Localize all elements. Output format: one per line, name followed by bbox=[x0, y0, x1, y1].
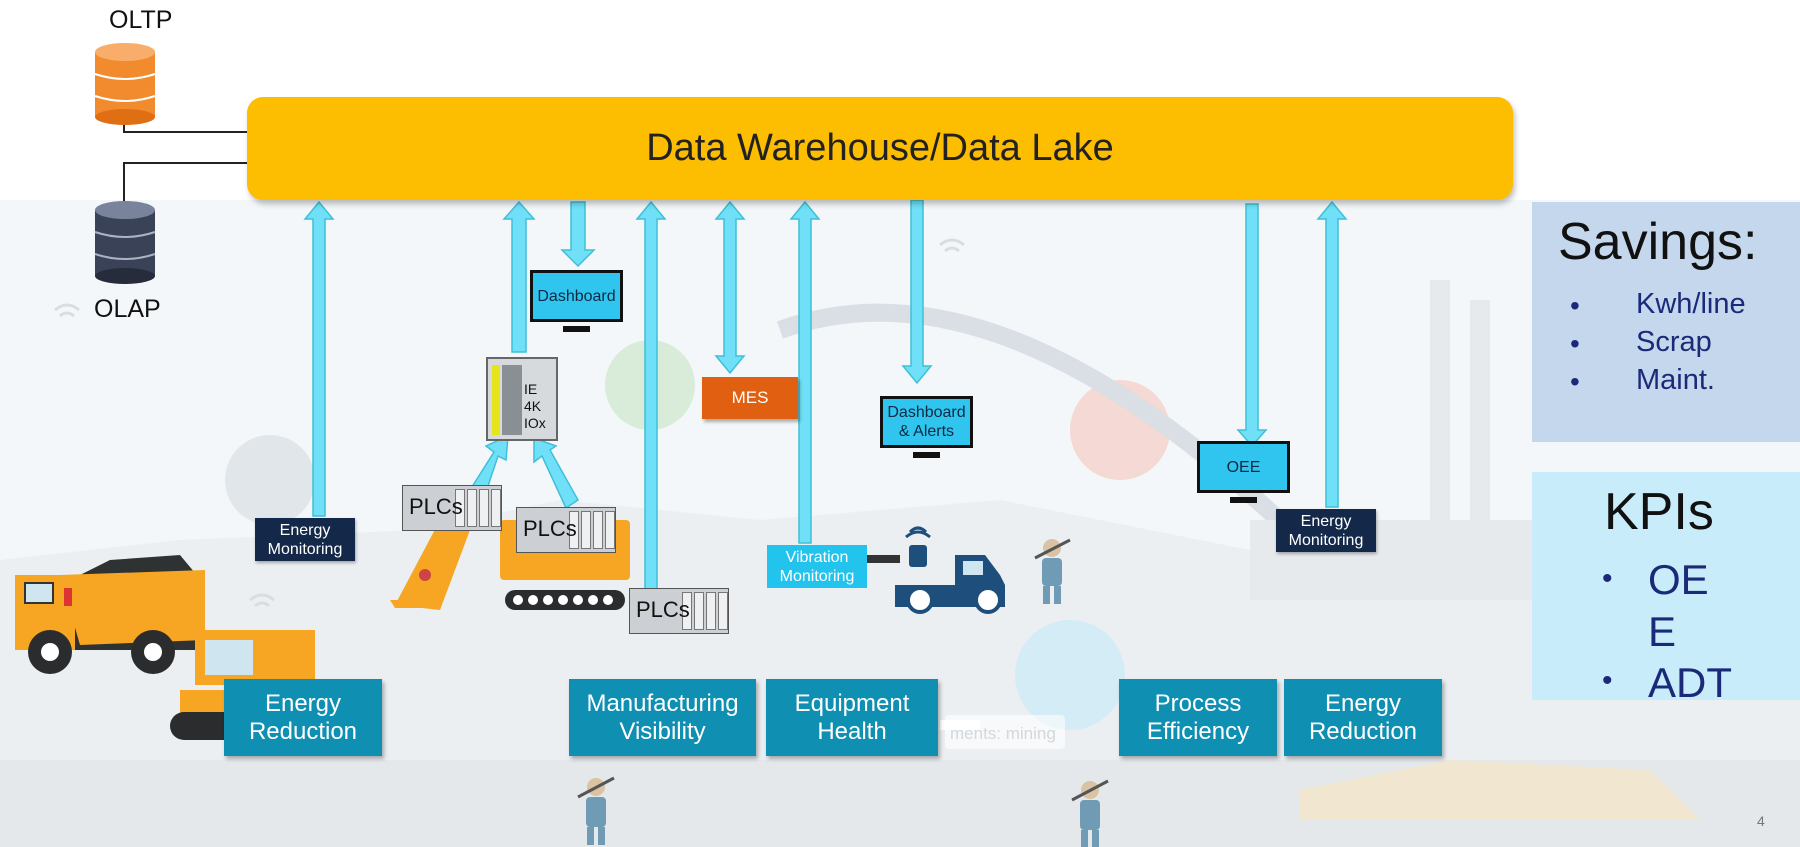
oee-monitor: OEE bbox=[1197, 441, 1290, 503]
pickup-truck-icon bbox=[865, 526, 1005, 614]
loader-icon bbox=[170, 630, 315, 740]
database-dark-icon bbox=[94, 201, 156, 284]
use-case-manufacturing-visibility: Manufacturing Visibility bbox=[569, 679, 756, 756]
use-case-energy-reduction-2: Energy Reduction bbox=[1284, 679, 1442, 756]
mes-box: MES bbox=[702, 377, 798, 419]
monitor-stand bbox=[562, 326, 591, 332]
arrow-vibration-up bbox=[789, 200, 821, 544]
kpi-title: KPIs bbox=[1604, 483, 1714, 541]
energy-monitoring-right: Energy Monitoring bbox=[1276, 509, 1376, 552]
iox-device-icon: IE 4K IOx bbox=[486, 357, 558, 441]
faded-background-text: ments: mining bbox=[950, 724, 1056, 743]
miner-icon bbox=[577, 776, 615, 845]
wireless-icon bbox=[54, 238, 965, 608]
plc-label: PLCs bbox=[636, 597, 690, 622]
bullet: • bbox=[1602, 562, 1613, 595]
kpi-panel: KPIs • OE E • ADT bbox=[1532, 472, 1800, 706]
data-warehouse-bar: Data Warehouse/Data Lake bbox=[247, 97, 1513, 200]
miner-icon bbox=[1071, 779, 1109, 847]
use-case-energy-reduction: Energy Reduction bbox=[224, 679, 382, 756]
savings-panel: Savings: • Kwh/line • Scrap • Maint. bbox=[1532, 202, 1800, 442]
arrow-plc-to-iox-2 bbox=[533, 436, 579, 510]
use-case-process-efficiency: Process Efficiency bbox=[1119, 679, 1277, 756]
bullet: • bbox=[1602, 664, 1613, 697]
arrow-energy-monitoring-right bbox=[1316, 200, 1348, 508]
kpi-item: ADT bbox=[1648, 659, 1732, 706]
kpi-item: OE E bbox=[1648, 556, 1709, 655]
arrow-mes-bidirectional bbox=[714, 200, 746, 375]
oltp-label: OLTP bbox=[109, 6, 173, 34]
arrow-energy-monitoring-left bbox=[303, 200, 335, 517]
arrow-oee-down bbox=[1236, 203, 1268, 448]
savings-title: Savings: bbox=[1558, 213, 1758, 271]
dump-truck-icon bbox=[15, 555, 205, 674]
plc-label: PLCs bbox=[523, 516, 577, 541]
savings-item: Kwh/line bbox=[1636, 288, 1746, 320]
bullet: • bbox=[1570, 328, 1580, 359]
olap-label: OLAP bbox=[94, 295, 161, 323]
monitor-stand bbox=[912, 452, 941, 458]
bullet: • bbox=[1570, 290, 1580, 321]
savings-item: Scrap bbox=[1636, 326, 1712, 358]
oee-label: OEE bbox=[1197, 441, 1290, 493]
page-number: 4 bbox=[1757, 813, 1765, 829]
vibration-monitoring-label: Vibration Monitoring bbox=[767, 545, 867, 588]
dashboard-alerts-monitor: Dashboard & Alerts bbox=[880, 396, 973, 458]
dashboard-monitor: Dashboard bbox=[530, 270, 623, 332]
bullet: • bbox=[1570, 366, 1580, 397]
plc-rack-icon: PLCs bbox=[402, 485, 502, 531]
plc-rack-icon: PLCs bbox=[516, 507, 616, 553]
plc-rack-icon: PLCs bbox=[629, 588, 729, 634]
energy-monitoring-left: Energy Monitoring bbox=[255, 518, 355, 561]
dashboard-label: Dashboard bbox=[530, 270, 623, 322]
use-case-equipment-health: Equipment Health bbox=[766, 679, 938, 756]
miner-icon bbox=[1034, 538, 1071, 604]
data-flow-arrows bbox=[303, 199, 1348, 591]
arrow-dashboard-alerts-down bbox=[901, 199, 933, 385]
arrow-dashboard-down bbox=[560, 201, 596, 268]
data-warehouse-label: Data Warehouse/Data Lake bbox=[646, 127, 1114, 169]
iox-label: IE 4K IOx bbox=[524, 381, 546, 431]
monitor-stand bbox=[1229, 497, 1258, 503]
dashboard-alerts-label: Dashboard & Alerts bbox=[880, 396, 973, 448]
savings-item: Maint. bbox=[1636, 364, 1715, 396]
database-orange-icon bbox=[94, 43, 156, 125]
arrow-iox-up bbox=[502, 200, 536, 353]
plc-label: PLCs bbox=[409, 494, 463, 519]
